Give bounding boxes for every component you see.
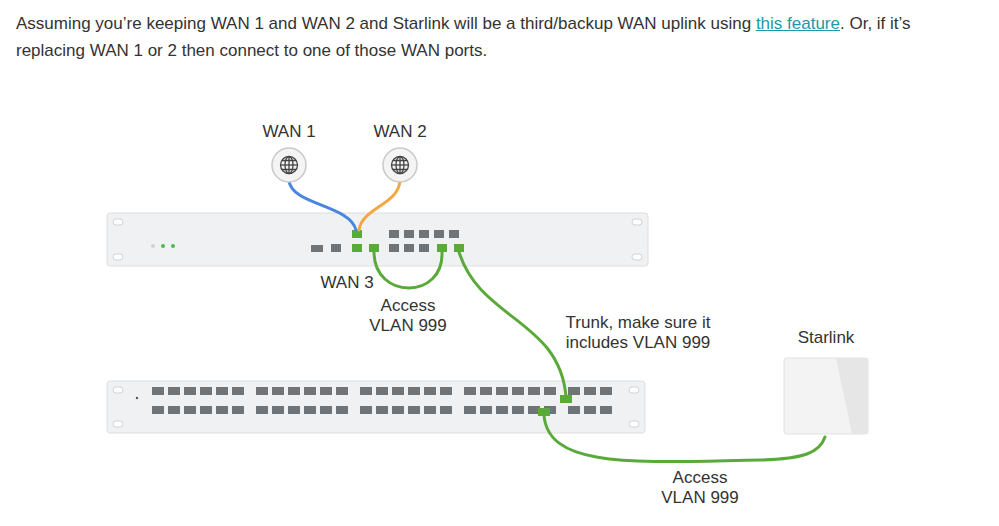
intro-text: Assuming you’re keeping WAN 1 and WAN 2 …	[16, 14, 751, 33]
switch-port	[336, 387, 348, 395]
switch-port	[464, 406, 476, 414]
switch-port	[200, 406, 212, 414]
node-label: WAN 1	[249, 122, 329, 142]
port-label: WAN 3	[312, 273, 382, 293]
switch-port	[512, 406, 524, 414]
switch-port	[216, 387, 228, 395]
cable-label: Trunk, make sure it includes VLAN 999	[551, 313, 726, 353]
device-node: Starlink	[776, 328, 876, 352]
switch-port	[600, 406, 612, 414]
switch-port	[200, 387, 212, 395]
switch-port	[560, 395, 572, 403]
switch-port	[320, 406, 332, 414]
switch-port	[360, 387, 372, 395]
switch-port	[232, 406, 244, 414]
switch-port	[584, 406, 596, 414]
switch-port	[568, 387, 580, 395]
switch-port	[376, 406, 388, 414]
switch-port	[256, 387, 268, 395]
switch-port	[336, 406, 348, 414]
switch-port	[528, 387, 540, 395]
switch-port	[440, 406, 452, 414]
internet-uplink: WAN 2	[360, 122, 440, 186]
switch-port	[480, 406, 492, 414]
feature-link: this feature	[756, 14, 840, 33]
node-label: Starlink	[776, 328, 876, 348]
switch-port	[408, 387, 420, 395]
switch-port	[376, 387, 388, 395]
switch-port	[538, 408, 550, 416]
switch-port	[288, 406, 300, 414]
intro-paragraph: Assuming you’re keeping WAN 1 and WAN 2 …	[16, 10, 984, 64]
switch-port	[304, 406, 316, 414]
switch-port	[464, 387, 476, 395]
switch-port	[496, 406, 508, 414]
cable-label: Access VLAN 999	[658, 468, 743, 508]
switch-port	[512, 387, 524, 395]
switch-port	[152, 387, 164, 395]
globe-icon	[249, 146, 329, 186]
node-label: WAN 2	[360, 122, 440, 142]
starlink-dish	[784, 358, 868, 434]
switch-port	[168, 387, 180, 395]
switch-port	[392, 387, 404, 395]
internet-uplink: WAN 1	[249, 122, 329, 186]
switch-port	[568, 406, 580, 414]
switch-port	[256, 406, 268, 414]
switch-port	[184, 406, 196, 414]
cable-label: Access VLAN 999	[366, 296, 451, 336]
switch-port	[392, 406, 404, 414]
switch-port	[216, 406, 228, 414]
switch-port	[320, 387, 332, 395]
switch-port	[272, 387, 284, 395]
switch-port	[288, 387, 300, 395]
switch-port	[152, 406, 164, 414]
switch-port	[424, 406, 436, 414]
router	[107, 213, 648, 266]
cables	[289, 181, 825, 462]
switch-port	[304, 387, 316, 395]
switch-port	[440, 387, 452, 395]
switch-port	[272, 406, 284, 414]
switch-port	[496, 387, 508, 395]
switch-port	[360, 406, 372, 414]
switch-port	[232, 387, 244, 395]
switch-port	[600, 387, 612, 395]
switch-port	[584, 387, 596, 395]
switch-port	[480, 387, 492, 395]
switch-port	[544, 387, 556, 395]
switch-port	[424, 387, 436, 395]
switch-port	[184, 387, 196, 395]
switch-port	[408, 406, 420, 414]
globe-icon	[360, 146, 440, 186]
switch-port	[168, 406, 180, 414]
